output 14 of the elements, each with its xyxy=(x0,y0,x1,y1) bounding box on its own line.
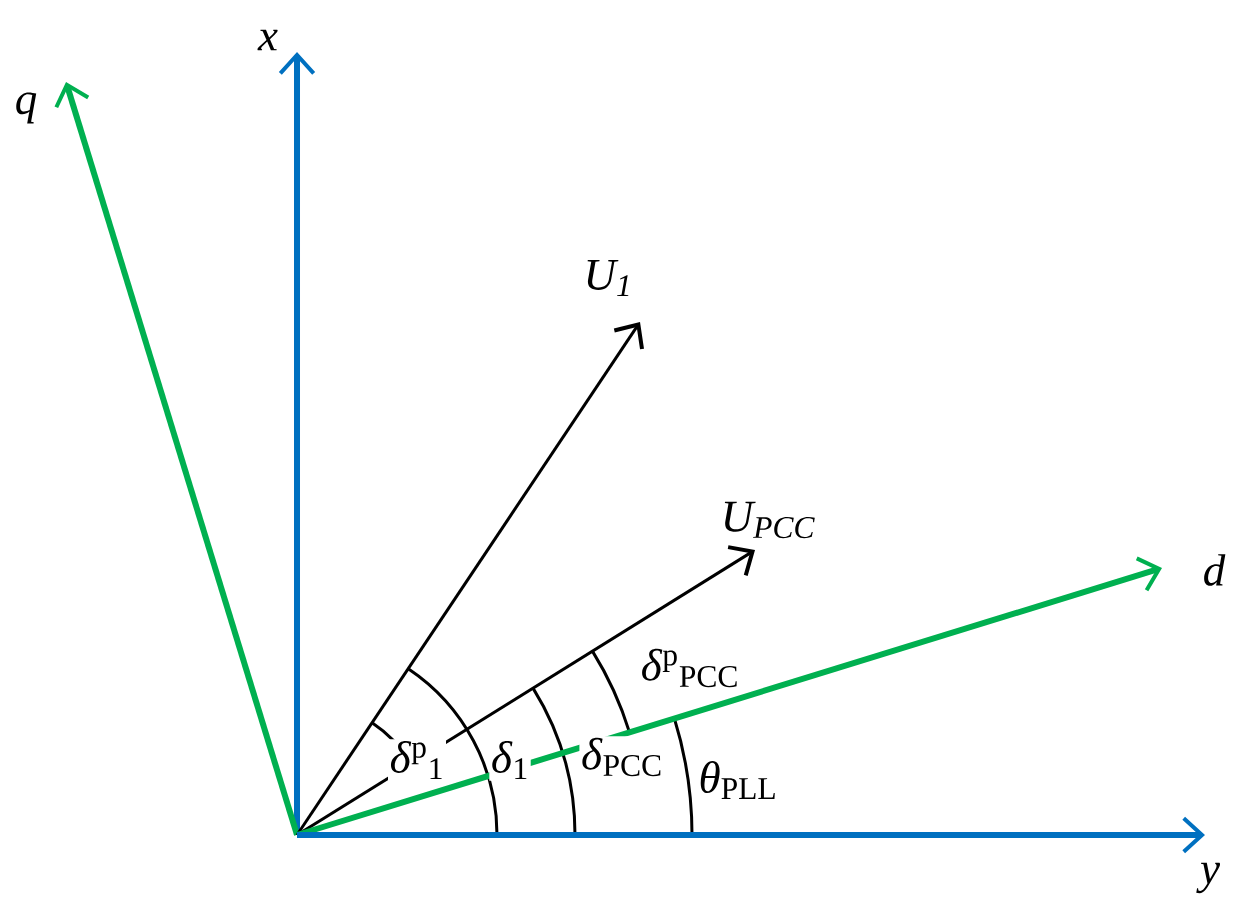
arrow xyxy=(54,82,300,836)
vector-label: d xyxy=(1204,554,1226,586)
vector-label: U$_{PCC}$ xyxy=(724,501,815,539)
angle-label: θ$_{PLL}$ xyxy=(696,759,780,801)
angle-label: δ$_{1}$ xyxy=(489,739,531,781)
angle-label: δ$_{PCC}$ xyxy=(579,736,665,778)
vector-label: U$_{1}$ xyxy=(587,260,629,296)
vector-label: q xyxy=(16,92,37,124)
angle-label: δ$^{p}$1 xyxy=(388,739,446,781)
arrow xyxy=(295,322,644,836)
vector-label: y xyxy=(1196,862,1220,894)
arrow xyxy=(297,816,1205,854)
vector-label: x xyxy=(257,29,278,51)
angle-label: δ$^{p}$PCC xyxy=(639,647,741,689)
